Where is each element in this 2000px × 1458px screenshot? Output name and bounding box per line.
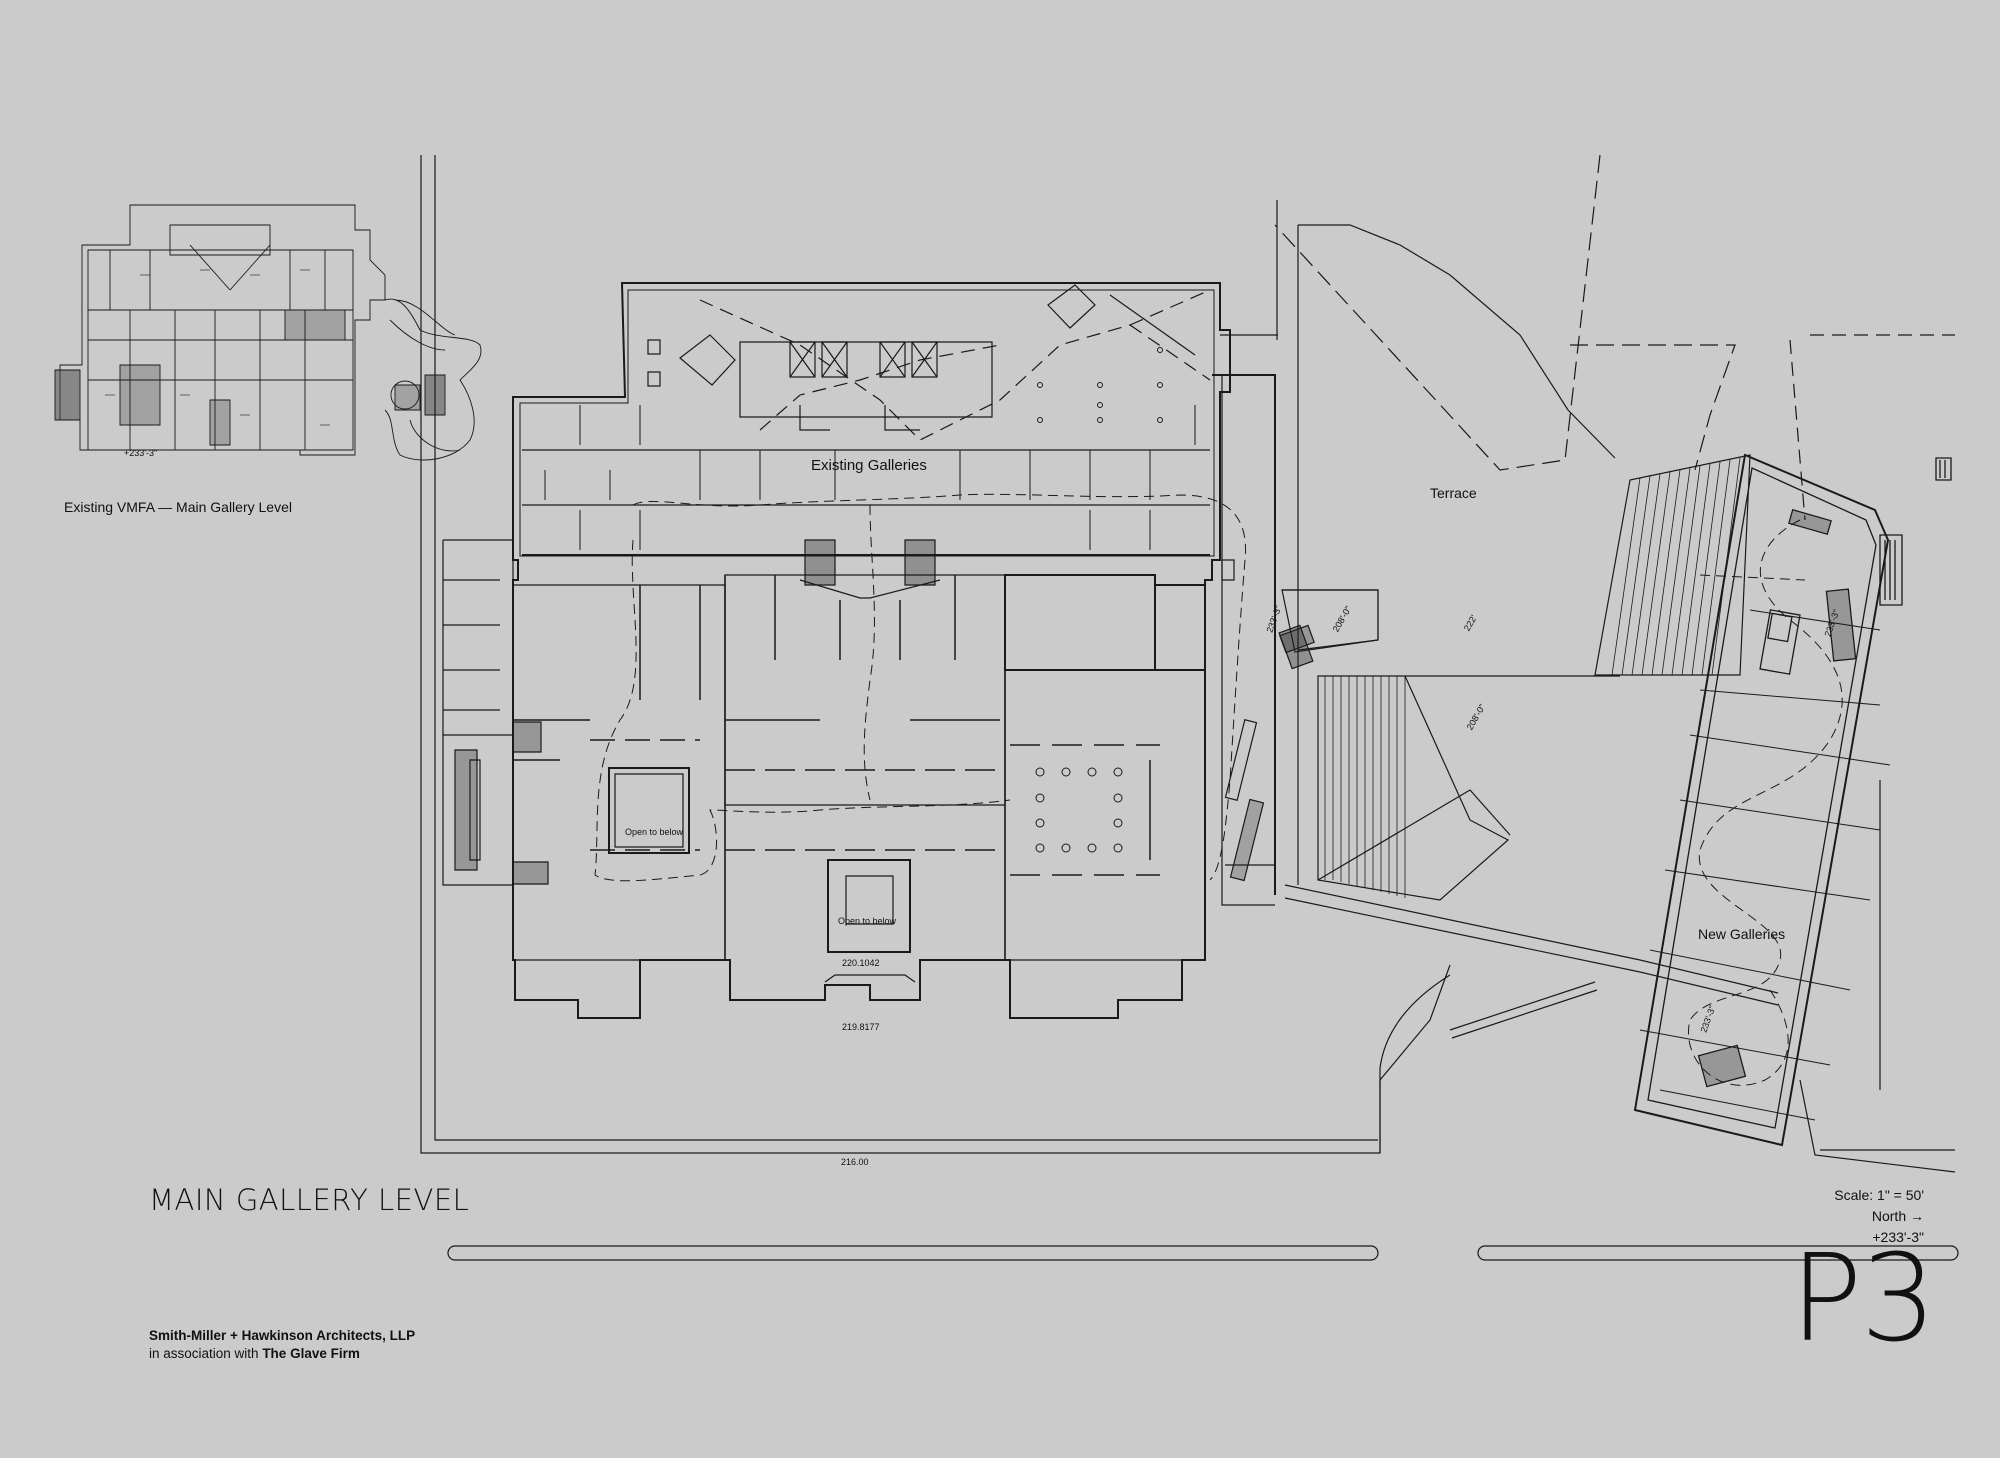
terrace-and-bridge [1220, 200, 1778, 1005]
key-plan-elevation: +233'-3" [124, 448, 158, 458]
room-label-terrace: Terrace [1430, 485, 1477, 501]
key-plan [55, 205, 481, 460]
elevation-label-street: 216.00 [841, 1157, 869, 1167]
scale-text: Scale: 1" = 50' [1834, 1187, 1924, 1203]
site-lines [421, 155, 1958, 1260]
key-plan-caption: Existing VMFA — Main Gallery Level [64, 499, 292, 515]
room-label-open-to-below-west: Open to below [625, 827, 684, 837]
elevation-label-south: 219.8177 [842, 1022, 880, 1032]
scale-legend: Scale: 1" = 50' North → +233'-3" [1834, 1185, 1924, 1248]
new-galleries-wing [1635, 455, 1951, 1145]
credit-architect: Smith-Miller + Hawkinson Architects, LLP [149, 1328, 416, 1343]
sheet-title: MAIN GALLERY LEVEL [149, 1183, 470, 1217]
elevation-label-entry: 220.1042 [842, 958, 880, 968]
room-label-existing-galleries: Existing Galleries [811, 457, 927, 474]
credit-associate-firm: The Glave Firm [262, 1346, 360, 1361]
level-elevation: +233'-3" [1872, 1229, 1924, 1245]
credit-association-prefix: in association with [149, 1346, 263, 1361]
room-label-open-to-below-center: Open to below [838, 916, 897, 926]
credit-association: in association with The Glave Firm [149, 1345, 415, 1363]
sheet-number: P3 [1790, 1230, 1937, 1369]
north-indicator: North → [1871, 1208, 1924, 1224]
room-label-new-galleries: New Galleries [1698, 926, 1786, 942]
existing-building [443, 283, 1314, 1018]
credit-block: Smith-Miller + Hawkinson Architects, LLP… [149, 1327, 415, 1363]
